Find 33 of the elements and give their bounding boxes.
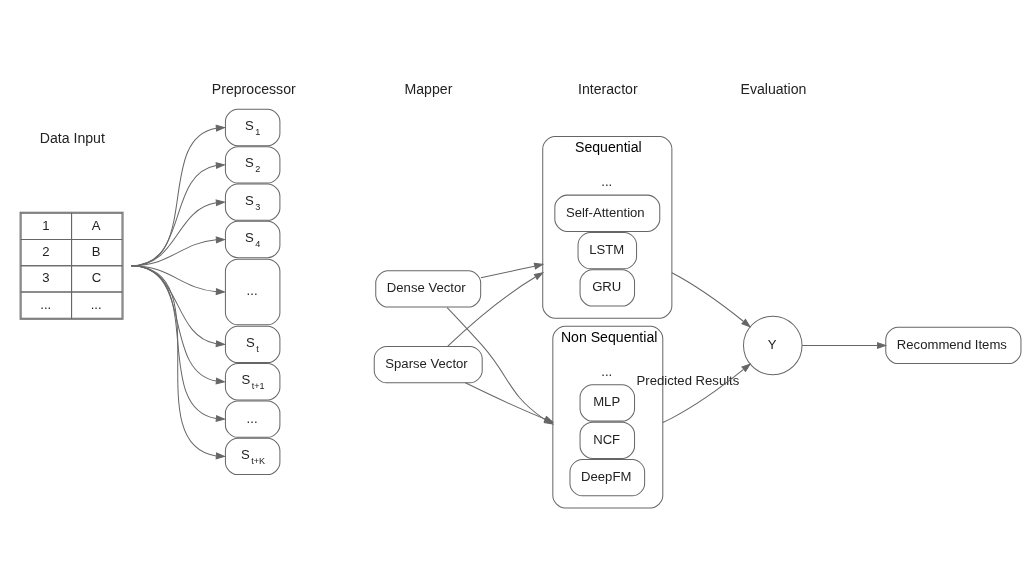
node-box: Recommend Items: [885, 326, 1022, 365]
node-box: S$_{t+1}$: [224, 363, 281, 401]
label: Data Input: [39, 130, 105, 147]
node-box: Sparse Vector: [373, 345, 483, 384]
node-box: S$_{1}$: [224, 108, 281, 147]
arrow: [130, 265, 226, 422]
arrow: [662, 363, 752, 423]
node-label: Predicted Results: [636, 373, 740, 389]
label: Preprocessor: [211, 80, 296, 97]
label: Interactor: [578, 80, 638, 97]
node-box: S$_{4}$: [224, 220, 281, 259]
arrow: [447, 272, 545, 347]
node-box: ...: [224, 400, 281, 438]
node-box: S$_{3}$: [224, 183, 281, 221]
arrow: [671, 272, 752, 328]
node-box: MLP: [579, 384, 636, 422]
node-box: DeepFM: [569, 458, 646, 497]
node-box: ...: [224, 258, 281, 326]
node-box: LSTM: [577, 231, 638, 270]
node-box: NCF: [579, 421, 636, 459]
arrow: [130, 265, 226, 385]
node-box: S$_{2}$: [224, 146, 281, 184]
label: Evaluation: [740, 80, 807, 97]
node-box: S$_{t}$: [224, 325, 281, 364]
arrow: [801, 341, 888, 349]
node-box: GRU: [579, 269, 636, 307]
node-box: Dense Vector: [375, 270, 482, 308]
label: Mapper: [404, 80, 453, 97]
node-box: Self-Attention: [554, 194, 661, 232]
arrow: [130, 265, 226, 348]
node-box: S$_{t+K}$: [224, 437, 281, 476]
arrow: [130, 265, 226, 460]
arrow: [480, 262, 545, 279]
